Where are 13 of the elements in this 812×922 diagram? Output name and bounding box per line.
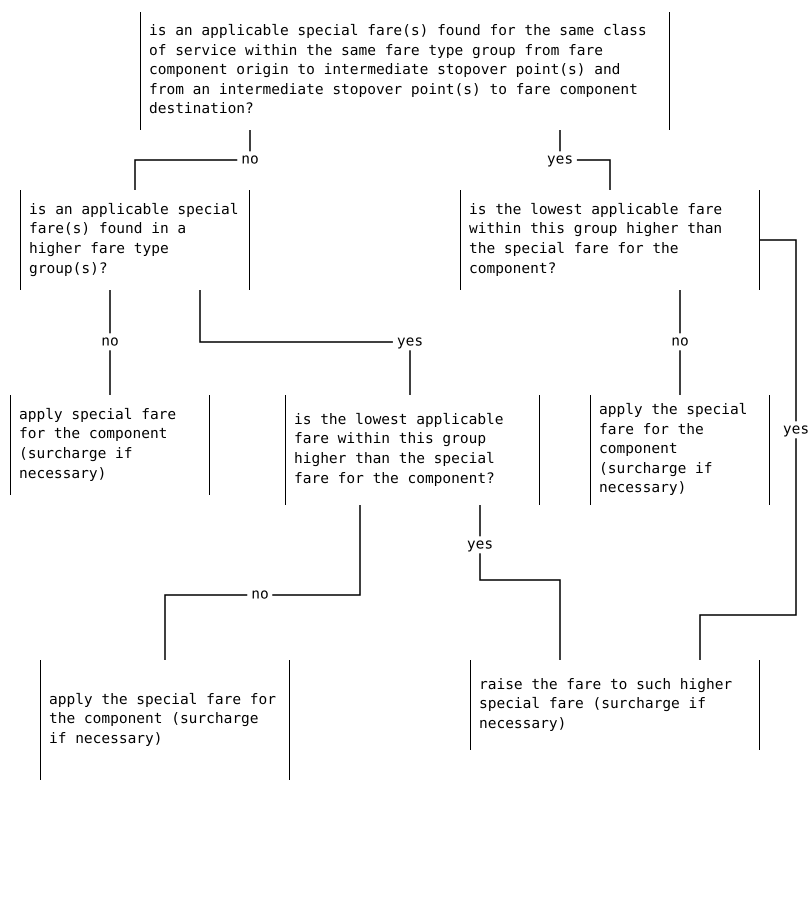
node-text: is the lowest applicable fare within this group higher than the special fare for the component? [294, 410, 505, 489]
connector-line [699, 239, 797, 660]
node-text: apply special fare for the component (surcharge if necessary) [19, 406, 178, 484]
connector-line [199, 290, 411, 395]
connector-line [164, 505, 361, 660]
node-text: apply the special fare for the component (surcharge if necessary) [49, 690, 277, 749]
node-text: is the lowest applicable fare within this group higher than the special fare for the component? [469, 200, 724, 279]
connector-line [479, 505, 561, 660]
node-text: is an applicable special fare(s) found in a higher fare type group(s)? [29, 200, 240, 279]
node-text: raise the fare to such higher special fare (surcharge if necessary) [479, 676, 734, 734]
connector-line [134, 130, 251, 190]
node-text: apply the special fare for the component (surcharge if necessary) [599, 401, 748, 498]
node-text: is an applicable special fare(s) found for the same class of service within the same fare type group from fare component origin to intermediate stopover point(s) and from an intermediate stopover point(s) to fare component destination? [149, 22, 648, 120]
